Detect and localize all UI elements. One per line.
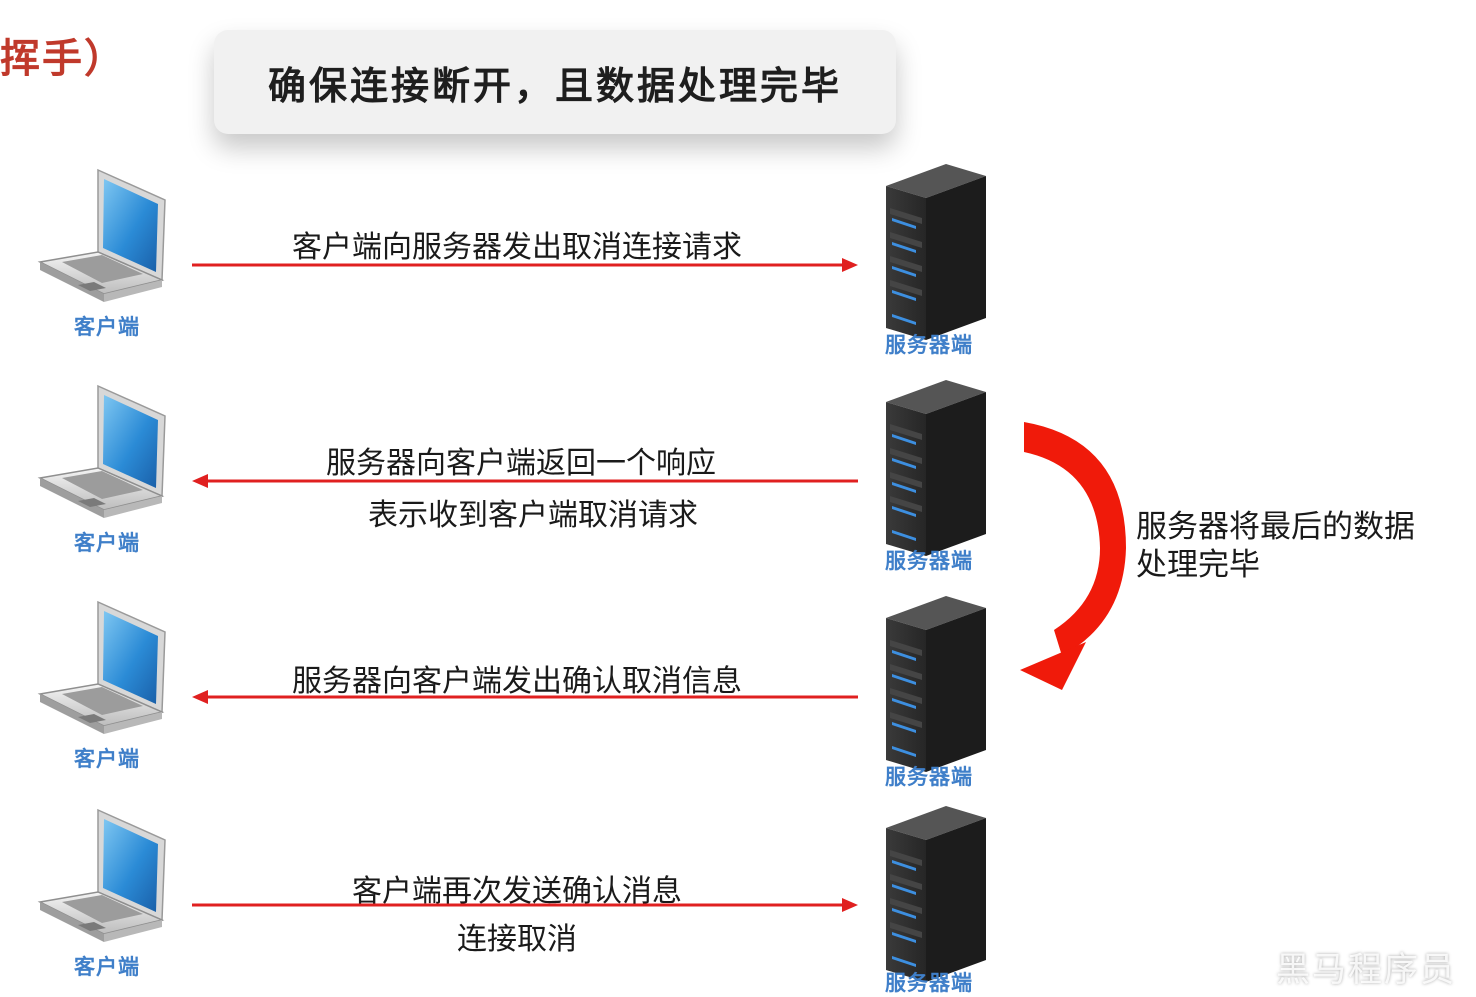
- slide-title: 挥手）: [0, 36, 126, 82]
- banner-text: 确保连接断开，且数据处理完毕: [267, 63, 842, 108]
- server-label: 服务器端: [885, 333, 973, 357]
- processing-note-line1: 服务器将最后的数据: [1136, 509, 1415, 545]
- laptop-icon: [39, 809, 166, 943]
- client-label: 客户端: [74, 955, 140, 979]
- arrow-server-to-client: [192, 474, 858, 488]
- arrow-client-to-server: [192, 898, 858, 912]
- watermark: 黑马程序员: [1276, 950, 1456, 990]
- processing-note-line2: 处理完毕: [1136, 547, 1260, 583]
- step-4-message-line2: 连接取消: [457, 922, 577, 957]
- arrow-server-to-client: [192, 690, 858, 704]
- laptop-icon: [39, 601, 166, 735]
- server-tower-icon: [886, 380, 986, 556]
- server-label: 服务器端: [885, 765, 973, 789]
- step-3-message: 服务器向客户端发出确认取消信息: [292, 664, 742, 699]
- client-label: 客户端: [74, 315, 140, 339]
- server-label: 服务器端: [885, 549, 973, 573]
- server-label: 服务器端: [885, 971, 973, 995]
- step-1-message: 客户端向服务器发出取消连接请求: [292, 230, 742, 265]
- step-2-message: 服务器向客户端返回一个响应: [326, 446, 716, 481]
- server-tower-icon: [886, 164, 986, 340]
- curved-arrow-icon: [1020, 422, 1126, 690]
- server-tower-icon: [886, 806, 986, 982]
- processing-note: 服务器将最后的数据 处理完毕: [1136, 508, 1415, 584]
- laptop-icon: [39, 385, 166, 519]
- step-2-message-line2: 表示收到客户端取消请求: [368, 498, 698, 533]
- step-4-message: 客户端再次发送确认消息: [352, 874, 682, 909]
- arrow-client-to-server: [192, 258, 858, 272]
- laptop-icon: [39, 169, 166, 303]
- client-label: 客户端: [74, 531, 140, 555]
- banner: 确保连接断开，且数据处理完毕: [214, 30, 896, 134]
- client-label: 客户端: [74, 747, 140, 771]
- server-tower-icon: [886, 596, 986, 772]
